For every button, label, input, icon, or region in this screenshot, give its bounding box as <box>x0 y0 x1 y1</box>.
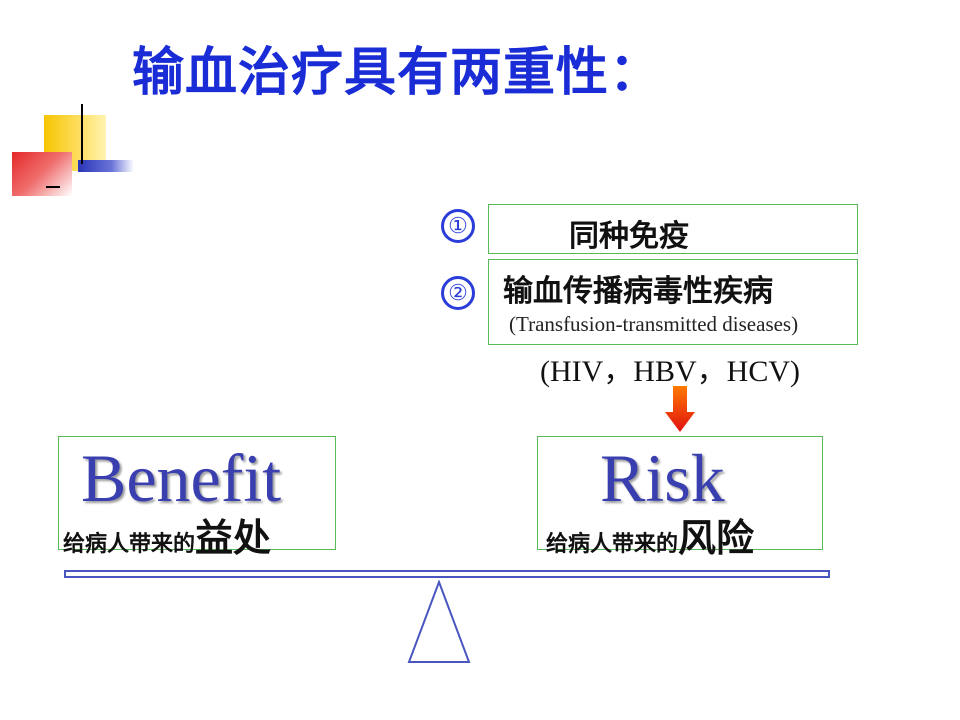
fulcrum-triangle-icon <box>407 580 471 663</box>
benefit-label: Benefit <box>81 440 282 516</box>
risk-item-2-text: 输血传播病毒性疾病 <box>503 274 773 309</box>
risk-item-2-subtext: (Transfusion-transmitted diseases) <box>509 312 799 336</box>
risk-item-1-text: 同种免疫 <box>569 219 689 254</box>
circle-number-1: ① <box>441 209 475 243</box>
virus-list: (HIV，HBV，HCV) <box>540 355 800 388</box>
circle-number-2: ② <box>441 276 475 310</box>
benefit-caption-prefix: 给病人带来的 <box>63 532 196 557</box>
risk-item-2-box: 输血传播病毒性疾病 (Transfusion-transmitted disea… <box>488 259 858 345</box>
risk-box: Risk 给病人带来的风险 <box>537 436 823 560</box>
benefit-box: Benefit 给病人带来的益处 <box>58 436 336 560</box>
balance-beam <box>64 570 830 578</box>
slide-title: 输血治疗具有两重性： <box>132 43 663 103</box>
risk-caption-prefix: 给病人带来的 <box>546 532 679 557</box>
benefit-caption: 给病人带来的益处 <box>63 507 271 562</box>
decorative-red-square <box>12 152 72 196</box>
down-arrow-icon <box>665 386 695 432</box>
decorative-horizontal-line <box>46 186 60 188</box>
decorative-blue-bar <box>78 160 134 172</box>
risk-label: Risk <box>600 440 725 516</box>
risk-caption: 给病人带来的风险 <box>546 507 754 562</box>
benefit-caption-main: 益处 <box>195 516 272 560</box>
risk-item-1-box: 同种免疫 <box>488 204 858 254</box>
risk-caption-main: 风险 <box>678 516 755 560</box>
decorative-vertical-line <box>81 104 83 164</box>
